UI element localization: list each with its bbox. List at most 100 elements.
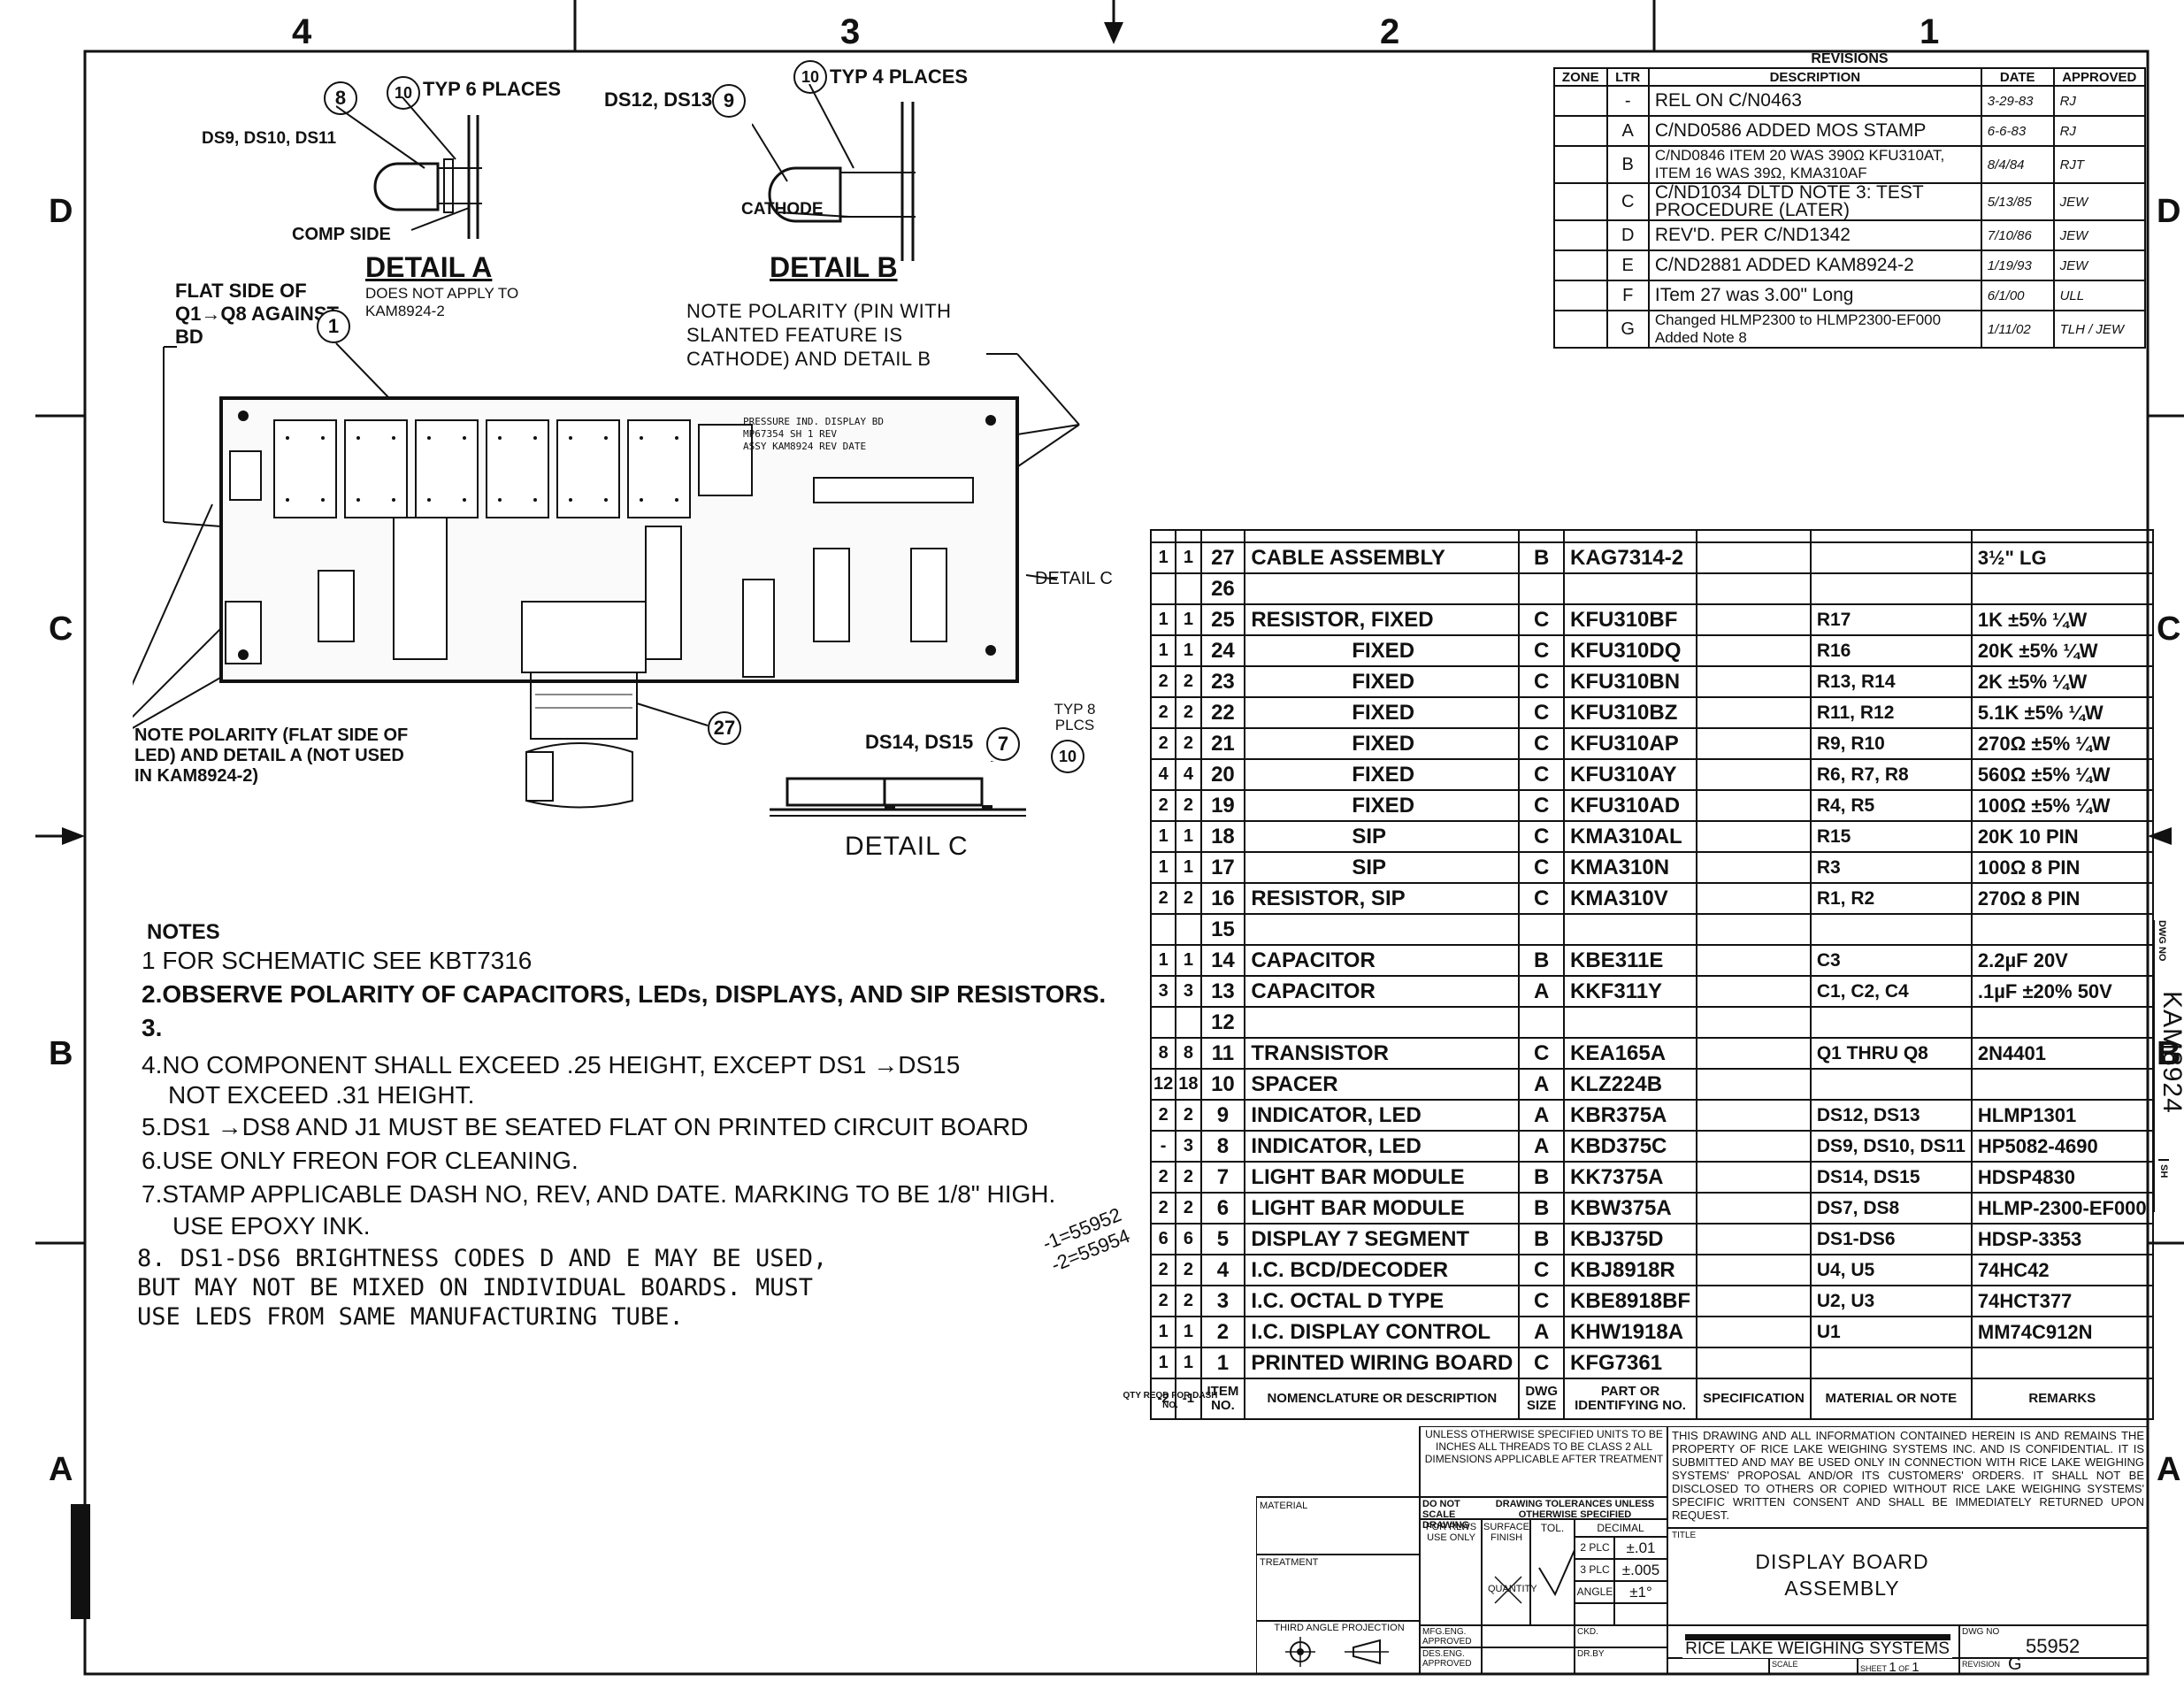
bom-cell-part	[1563, 913, 1698, 946]
bom-cell-item: 7	[1199, 1161, 1246, 1194]
bom-cell-part: KFU310AD	[1563, 789, 1698, 822]
bom-cell-mat: R9, R10	[1809, 727, 1973, 760]
bom-cell-mat: R4, R5	[1809, 789, 1973, 822]
revision-ltr: G	[1605, 310, 1650, 349]
bom-cell-mat: R11, R12	[1809, 696, 1973, 729]
bom-cell-item: 14	[1199, 944, 1246, 977]
bom-cell-size: C	[1518, 727, 1566, 760]
detail-c-typ-label: TYP 8 PLCS	[1054, 701, 1096, 733]
revision-ltr: -	[1605, 85, 1650, 117]
bom-cell-item: 8	[1199, 1130, 1246, 1163]
bom-cell-q2: 1	[1149, 603, 1177, 636]
bom-cell-size: A	[1518, 1068, 1566, 1101]
side-dwg-block: DWG NO KAM8924 SH	[2153, 920, 2184, 1212]
revision-ltr: B	[1605, 145, 1650, 184]
bom-cell-part: KFU310DQ	[1563, 634, 1698, 667]
side-sh-label: SH	[2158, 1159, 2169, 1178]
tb-ckd: CKD.	[1577, 1627, 1598, 1637]
tb-unless-specified: UNLESS OTHERWISE SPECIFIED UNITS TO BE I…	[1424, 1428, 1664, 1465]
bom-cell-item: 19	[1199, 789, 1246, 822]
tb-dwg-no-label: DWG NO	[1962, 1627, 2000, 1637]
bom-cell-mat: DS12, DS13	[1809, 1099, 1973, 1132]
bom-cell-q1: 1	[1175, 1347, 1202, 1379]
tb-title-line2: ASSEMBLY	[1784, 1577, 1900, 1600]
pcb-silkscreen-line-1: PRESSURE IND. DISPLAY BD	[743, 416, 884, 427]
zone-right-a: A	[2157, 1451, 2181, 1488]
note-8: 8. DS1-DS6 BRIGHTNESS CODES D AND E MAY …	[137, 1245, 828, 1272]
revision-approved: JEW	[2052, 250, 2147, 281]
pcb-silkscreen-line-3: ASSY KAM8924 REV DATE	[743, 441, 867, 452]
bom-cell-item: 21	[1199, 727, 1246, 760]
bom-cell-part: KBE311E	[1563, 944, 1698, 977]
bom-cell-part: KBE8918BF	[1563, 1285, 1698, 1317]
bom-cell-mat	[1809, 1006, 1973, 1039]
bom-cell-rem: 560Ω ±5% ¼W	[1970, 758, 2154, 791]
bom-cell-size: B	[1518, 1223, 1566, 1255]
tb-sheet-no: 1	[1889, 1660, 1897, 1675]
bom-cell-name	[1244, 572, 1521, 605]
bom-cell-spec	[1696, 1006, 1812, 1039]
bom-cell-q2: 2	[1149, 1192, 1177, 1225]
bom-cell-name: I.C. DISPLAY CONTROL	[1244, 1316, 1521, 1348]
flat-side-note: FLAT SIDE OF Q1→Q8 AGAINST BD	[175, 280, 339, 348]
bom-cell-size: C	[1518, 665, 1566, 698]
bom-cell-name: SPACER	[1244, 1068, 1521, 1101]
detail-a-callout-10: 10	[387, 76, 420, 110]
rev-header-ltr: LTR	[1605, 67, 1650, 87]
tb-for-rlws: FOR RLWS USE ONLY	[1425, 1522, 1477, 1543]
note-4-cont: NOT EXCEED .31 HEIGHT.	[168, 1081, 475, 1109]
bom-cell-mat	[1809, 1347, 1973, 1379]
bom-cell-size: B	[1518, 541, 1566, 574]
bom-cell-mat: U1	[1809, 1316, 1973, 1348]
bom-cell-mat: C3	[1809, 944, 1973, 977]
revision-zone	[1553, 219, 1608, 251]
zone-label-2: 2	[1380, 12, 1400, 51]
bom-cell-rem: .1µF ±20% 50V	[1970, 975, 2154, 1008]
bom-cell-item: 5	[1199, 1223, 1246, 1255]
bom-cell-mat	[1809, 913, 1973, 946]
detail-a-typ-label: TYP 6 PLACES	[423, 78, 562, 100]
bom-cell-item: 10	[1199, 1068, 1246, 1101]
revision-date: 8/4/84	[1980, 145, 2055, 184]
note-1: 1 FOR SCHEMATIC SEE KBT7316	[142, 947, 533, 974]
bom-cell-name: LIGHT BAR MODULE	[1244, 1192, 1521, 1225]
bom-cell-name: SIP	[1244, 851, 1521, 884]
bom-cell-rem: 74HCT377	[1970, 1285, 2154, 1317]
bom-cell-q1: 3	[1175, 1130, 1202, 1163]
bom-cell-spec	[1696, 1285, 1812, 1317]
revision-date: 6/1/00	[1980, 280, 2055, 311]
bom-cell-q2: 1	[1149, 851, 1177, 884]
revision-zone	[1553, 250, 1608, 281]
bom-cell-q2: 2	[1149, 882, 1177, 915]
bom-cell-q1: 2	[1175, 727, 1202, 760]
bom-cell-rem: MM74C912N	[1970, 1316, 2154, 1348]
tb-sheet-total: 1	[1912, 1660, 1920, 1675]
bom-cell-name: FIXED	[1244, 665, 1521, 698]
revision-ltr: A	[1605, 115, 1650, 147]
bom-cell-name: FIXED	[1244, 758, 1521, 791]
bom-cell-size: A	[1518, 975, 1566, 1008]
bom-cell-mat: U4, U5	[1809, 1254, 1973, 1286]
bom-cell-name: LIGHT BAR MODULE	[1244, 1161, 1521, 1194]
bom-header-part: PART OR IDENTIFYING NO.	[1563, 1378, 1698, 1420]
bom-cell-name: INDICATOR, LED	[1244, 1099, 1521, 1132]
bom-header-item: ITEM NO.	[1199, 1378, 1246, 1420]
bom-cell-item: 26	[1199, 572, 1246, 605]
bom-cell-rem: 2.2µF 20V	[1970, 944, 2154, 977]
tb-revision-label: REVISION	[1962, 1660, 2001, 1669]
board-callout-1: 1	[317, 310, 350, 343]
bom-cell-part: KFG7361	[1563, 1347, 1698, 1379]
bom-cell-rem: 20K ±5% ¼W	[1970, 634, 2154, 667]
bom-cell-mat: U2, U3	[1809, 1285, 1973, 1317]
bom-cell-mat: R6, R7, R8	[1809, 758, 1973, 791]
bom-cell-size: A	[1518, 1130, 1566, 1163]
bom-cell-size: C	[1518, 1347, 1566, 1379]
zone-right-d: D	[2157, 193, 2181, 230]
revision-desc: REL ON C/N0463	[1647, 85, 1982, 117]
bom-cell-q1: 2	[1175, 1161, 1202, 1194]
bom-cell-part: KBD375C	[1563, 1130, 1698, 1163]
revision-approved: RJ	[2052, 115, 2147, 147]
